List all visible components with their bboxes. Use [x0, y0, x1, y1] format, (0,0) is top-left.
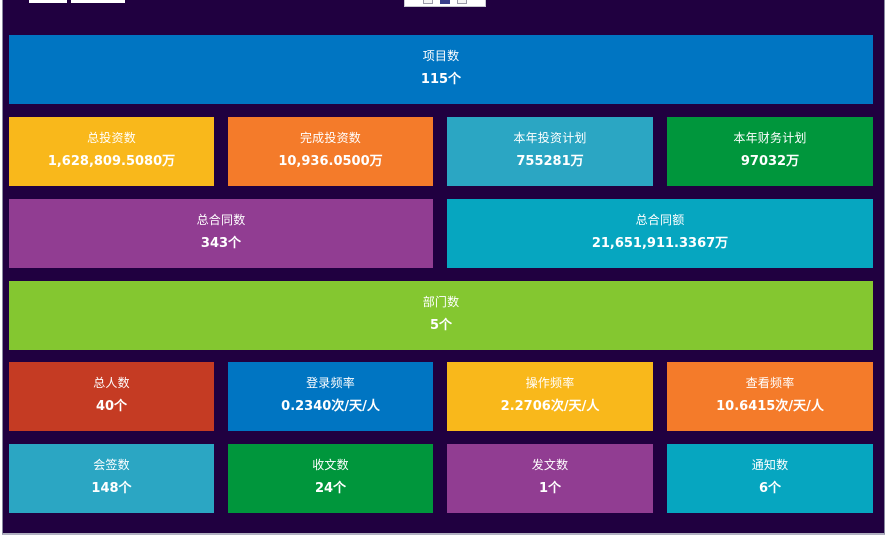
tile-value: 148个 [91, 481, 132, 496]
tile-value: 6个 [758, 481, 782, 496]
tile-label: 发文数 [531, 458, 569, 472]
tile-value: 1个 [538, 481, 562, 496]
tile-value: 10,936.0500万 [278, 154, 383, 169]
tile-value: 40个 [95, 399, 128, 414]
tile-value: 2.2706次/天/人 [500, 399, 600, 414]
tile-value: 0.2340次/天/人 [281, 399, 380, 414]
tile-label: 总合同额 [635, 213, 685, 227]
tile-department-count[interactable]: 部门数 5个 [9, 281, 873, 350]
tile-notice-count[interactable]: 通知数 6个 [667, 444, 873, 513]
tile-label: 本年投资计划 [513, 131, 587, 145]
tile-label: 收文数 [312, 458, 349, 472]
tile-label: 总投资数 [87, 131, 136, 145]
tile-value: 343个 [200, 236, 242, 251]
tile-login-frequency[interactable]: 登录频率 0.2340次/天/人 [228, 362, 433, 431]
tile-value: 115个 [420, 72, 462, 87]
tile-total-contract-amount[interactable]: 总合同额 21,651,911.3367万 [447, 199, 873, 268]
tile-value: 97032万 [740, 154, 800, 169]
tile-label: 总合同数 [196, 213, 246, 227]
tile-received-doc-count[interactable]: 收文数 24个 [228, 444, 433, 513]
tile-label: 查看频率 [745, 376, 795, 390]
tile-annual-investment-plan[interactable]: 本年投资计划 755281万 [447, 117, 653, 186]
tile-label: 操作频率 [525, 376, 575, 390]
tile-label: 本年财务计划 [733, 131, 807, 145]
tile-value: 755281万 [516, 154, 584, 169]
page-dot-active[interactable] [440, 0, 450, 4]
tile-label: 会签数 [93, 458, 130, 472]
page-dot[interactable] [457, 0, 467, 4]
tile-total-contract-count[interactable]: 总合同数 343个 [9, 199, 433, 268]
tile-total-investment[interactable]: 总投资数 1,628,809.5080万 [9, 117, 214, 186]
tile-view-frequency[interactable]: 查看频率 10.6415次/天/人 [667, 362, 873, 431]
tile-label: 完成投资数 [299, 131, 361, 145]
tile-project-count[interactable]: 项目数 115个 [9, 35, 873, 104]
tile-total-people[interactable]: 总人数 40个 [9, 362, 214, 431]
tile-annual-finance-plan[interactable]: 本年财务计划 97032万 [667, 117, 873, 186]
top-nav-stub [29, 0, 125, 3]
tile-label: 通知数 [751, 458, 789, 472]
tile-label: 项目数 [422, 49, 460, 63]
tile-operation-frequency[interactable]: 操作频率 2.2706次/天/人 [447, 362, 653, 431]
tile-completed-investment[interactable]: 完成投资数 10,936.0500万 [228, 117, 433, 186]
tile-value: 10.6415次/天/人 [716, 399, 824, 414]
tile-value: 1,628,809.5080万 [47, 154, 176, 169]
tile-label: 部门数 [422, 295, 460, 309]
tile-value: 21,651,911.3367万 [591, 236, 729, 251]
tile-label: 总人数 [93, 376, 130, 390]
tile-sent-doc-count[interactable]: 发文数 1个 [447, 444, 653, 513]
tile-label: 登录频率 [306, 376, 355, 390]
page-indicator [404, 0, 486, 7]
tile-countersign-count[interactable]: 会签数 148个 [9, 444, 214, 513]
tile-value: 5个 [429, 318, 453, 333]
tile-value: 24个 [314, 481, 347, 496]
page-dot[interactable] [423, 0, 433, 4]
